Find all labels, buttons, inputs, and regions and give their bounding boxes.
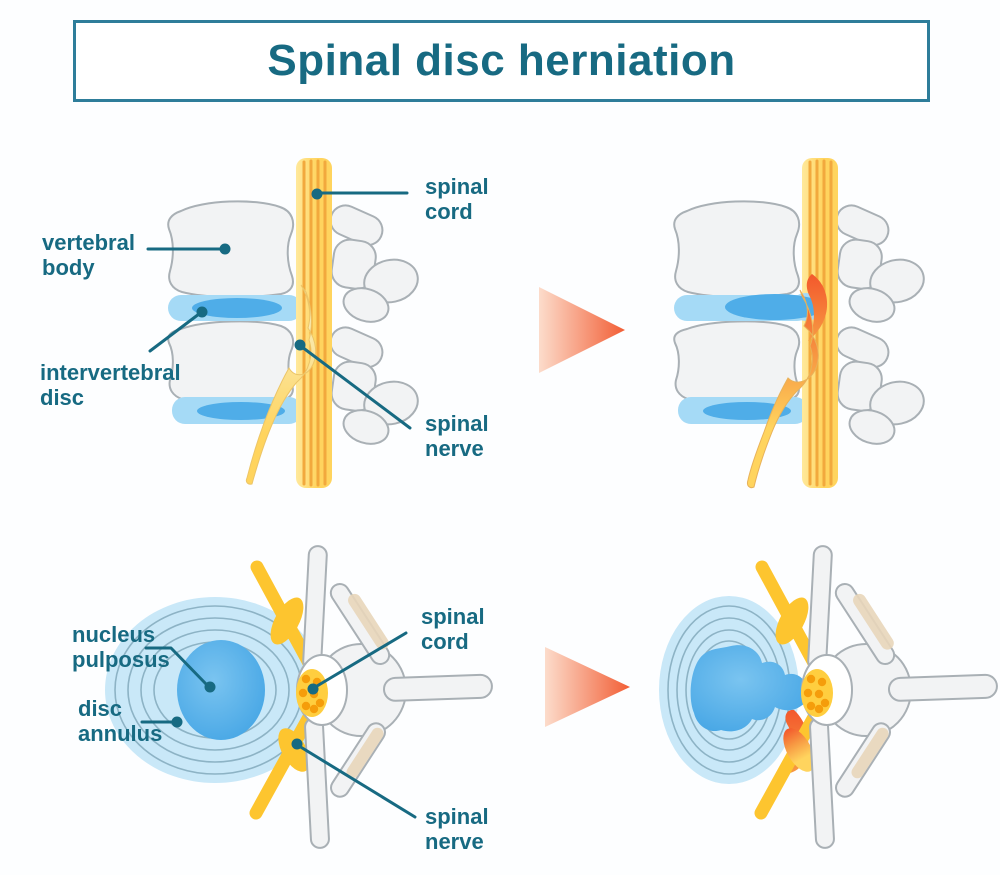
vertebral-body-shape — [673, 200, 801, 299]
label-spinal-cord-axial: spinal cord — [421, 604, 485, 654]
transition-arrow-icon — [545, 647, 630, 727]
axial-view-herniated — [659, 544, 999, 850]
label-nucleus-pulposus: nucleus pulposus — [72, 622, 170, 672]
transition-arrow-icon — [539, 287, 625, 373]
label-disc-annulus: disc annulus — [78, 696, 163, 746]
side-view-herniated — [673, 156, 929, 490]
intervertebral-disc-shape — [168, 295, 302, 321]
leader-lines — [140, 188, 417, 819]
pinched-spinal-nerve-shape — [747, 289, 819, 489]
title-box: Spinal disc herniation — [73, 20, 930, 102]
label-intervertebral-disc: intervertebral disc — [40, 360, 181, 410]
spinal-cord-cross-section — [801, 669, 833, 717]
label-spinal-nerve-axial: spinal nerve — [425, 804, 489, 854]
label-vertebral-body: vertebral body — [42, 230, 135, 280]
label-spinal-cord-side: spinal cord — [425, 174, 489, 224]
spinal-nerve-shapes — [249, 560, 316, 820]
nucleus-pulposus-shape — [177, 640, 265, 740]
nerve-compression-highlight — [806, 274, 828, 341]
vertebra-processes — [830, 199, 929, 329]
herniated-nucleus-shape — [690, 645, 810, 732]
vertebra-processes — [324, 199, 423, 329]
axial-view-healthy — [105, 544, 494, 850]
side-view-healthy — [167, 156, 423, 490]
spinal-cord-shape — [294, 156, 334, 490]
vertebra-processes — [830, 321, 929, 451]
vertebra-processes — [324, 321, 423, 451]
label-spinal-nerve-side: spinal nerve — [425, 411, 489, 461]
spinal-nerve-shapes — [754, 560, 821, 820]
page-title: Spinal disc herniation — [267, 36, 736, 85]
